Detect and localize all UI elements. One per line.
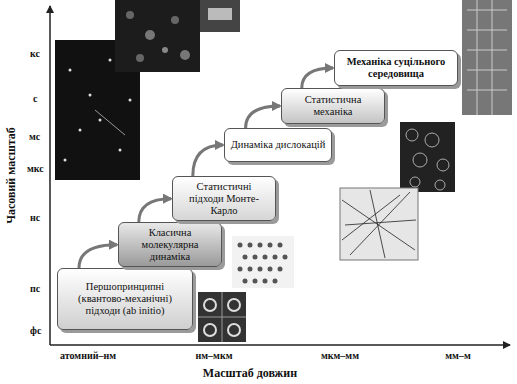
method-name: Динаміка дислокацій	[231, 139, 326, 151]
method-name: Класична молекулярна динаміка	[124, 227, 216, 262]
lattice-image	[232, 236, 294, 288]
building-photo	[462, 0, 512, 115]
curved-arrow	[79, 245, 117, 268]
microstructure-image	[115, 0, 200, 72]
axis-tick: мкс	[27, 163, 44, 174]
axis-tick: мм–м	[445, 350, 470, 361]
axis-tick: мс	[29, 131, 40, 142]
method-name: Першопринципні (квантово-механічні) підх…	[63, 281, 187, 316]
axis-tick: нм–мкм	[196, 350, 233, 361]
method-box: Статистична механіка	[281, 88, 385, 124]
axis-tick: нс	[30, 212, 40, 223]
method-box: Механіка суцільного середовища	[334, 50, 458, 86]
axis-title: Часовий масштаб	[4, 127, 19, 224]
curved-arrow	[193, 145, 223, 176]
curved-arrow	[302, 68, 333, 88]
method-box: Першопринципні (квантово-механічні) підх…	[57, 268, 193, 330]
method-box: Динаміка дислокацій	[224, 128, 332, 162]
method-box: Класична молекулярна динаміка	[118, 222, 222, 267]
y-axis	[49, 6, 51, 345]
curved-arrow	[246, 106, 280, 128]
x-axis	[50, 344, 510, 346]
axis-tick: атомний–нм	[60, 350, 116, 361]
axis-tick: мкм–мм	[321, 350, 359, 361]
axis-title: Масштаб довжин	[203, 366, 297, 381]
grain-image	[400, 122, 455, 192]
axis-tick: фс	[30, 325, 41, 336]
curved-arrow	[139, 199, 171, 222]
axis-tick: пс	[30, 283, 40, 294]
dislocation-network-image	[340, 188, 418, 260]
method-name: Статистична механіка	[287, 94, 379, 118]
method-name: Статистичні підходи Монте-Карло	[178, 181, 270, 216]
method-box: Статистичні підходи Монте-Карло	[172, 176, 276, 221]
orbital-grid-image	[198, 292, 246, 342]
method-name: Механіка суцільного середовища	[340, 56, 452, 80]
axis-tick: кс	[30, 48, 40, 59]
specimen-photo	[200, 0, 240, 32]
axis-tick: с	[33, 93, 37, 104]
